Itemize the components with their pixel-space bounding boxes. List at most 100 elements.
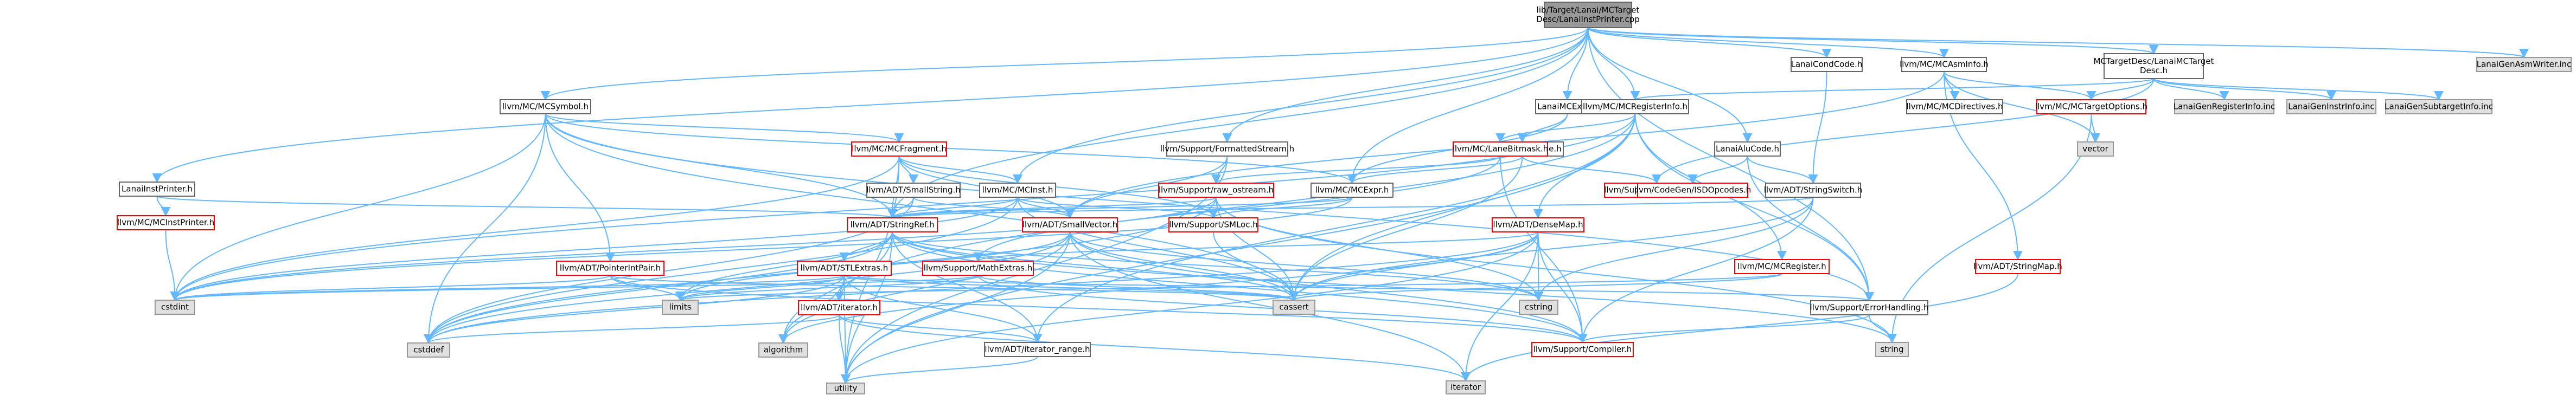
node-Compiler_h[interactable]: llvm/Support/Compiler.h (1531, 342, 1634, 357)
node-root[interactable]: lib/Target/Lanai/MCTargetDesc/LanaiInstP… (1536, 2, 1640, 28)
node-box (851, 141, 947, 157)
node-utility[interactable]: utility (826, 383, 865, 394)
node-MCTargetOptions_h[interactable]: llvm/MC/MCTargetOptions.h (2035, 99, 2147, 114)
node-SmallString_h[interactable]: llvm/ADT/SmallString.h (866, 183, 961, 198)
node-string[interactable]: string (1875, 342, 1909, 357)
node-ISDOpcodes_h[interactable]: llvm/CodeGen/ISDOpcodes.h (1634, 183, 1752, 198)
node-box (500, 99, 591, 114)
node-label: llvm/ADT/StringSwitch.h (1764, 185, 1863, 195)
node-LanaiGenAsmWriter_inc[interactable]: LanaiGenAsmWriter.inc (2476, 57, 2572, 72)
node-LaneBitmask_h[interactable]: llvm/MC/LaneBitmask.h (1453, 141, 1549, 157)
node-box (1166, 141, 1288, 157)
node-DenseMap_h[interactable]: llvm/ADT/DenseMap.h (1492, 217, 1584, 232)
edge-root-to-MCInst_h (1013, 27, 1589, 184)
node-LanaiGenInstrInfo_inc[interactable]: LanaiGenInstrInfo.inc (2286, 99, 2376, 114)
node-MCSymbol_h[interactable]: llvm/MC/MCSymbol.h (500, 99, 591, 114)
node-MCFragment_h[interactable]: llvm/MC/MCFragment.h (851, 141, 947, 157)
node-cstddef[interactable]: cstddef (407, 342, 450, 358)
edge-MCRegister_h-to-limits (676, 273, 1782, 301)
node-box (847, 217, 938, 232)
edge-LanaiMCTargetDesc_h-to-LanaiGenSubtargetInfo_inc (2153, 78, 2444, 101)
node-box (1906, 99, 2003, 114)
node-LanaiGenRegisterInfo_inc[interactable]: LanaiGenRegisterInfo.inc (2174, 99, 2275, 114)
node-MCAsmInfo_h[interactable]: llvm/MC/MCAsmInfo.h (1900, 57, 1989, 72)
node-box (2104, 53, 2204, 79)
node-label: llvm/MC/MCSymbol.h (502, 102, 589, 112)
node-MCInst_h[interactable]: llvm/MC/MCInst.h (979, 183, 1056, 198)
node-LanaiGenSubtargetInfo_inc[interactable]: LanaiGenSubtargetInfo.inc (2385, 99, 2493, 114)
node-StringMap_h[interactable]: llvm/ADT/StringMap.h (1973, 259, 2062, 274)
node-label: llvm/MC/MCDirectives.h (1906, 102, 2003, 112)
node-LanaiCondCode_h[interactable]: LanaiCondCode.h (1791, 57, 1863, 72)
node-box (1273, 300, 1315, 315)
edge-LanaiAluCode_h-to-StringSwitch_h (1747, 156, 1818, 184)
node-LanaiInstPrinter_h[interactable]: LanaiInstPrinter.h (119, 182, 195, 197)
node-Iterator_range_h[interactable]: llvm/ADT/iterator_range.h (984, 342, 1091, 357)
node-limits[interactable]: limits (662, 300, 699, 315)
node-cassert[interactable]: cassert (1273, 300, 1315, 315)
edge-SMLoc_h-to-cassert (1213, 231, 1299, 301)
node-MCRegisterInfo_h[interactable]: llvm/MC/MCRegisterInfo.h (1581, 99, 1689, 114)
node-label: algorithm (764, 345, 803, 355)
node-algorithm[interactable]: algorithm (758, 342, 808, 358)
node-label: cstdint (161, 302, 189, 312)
node-MCDirectives_h[interactable]: llvm/MC/MCDirectives.h (1906, 99, 2003, 114)
node-label: llvm/Support/SMLoc.h (1169, 220, 1257, 230)
node-box (1975, 259, 2061, 274)
node-label: LanaiGenSubtargetInfo.inc (2385, 102, 2493, 112)
node-box (1168, 217, 1258, 232)
edge-StringRef_h-to-Iterator_range_h (892, 231, 1043, 344)
node-Iterator_h[interactable]: llvm/ADT/iterator.h (798, 300, 880, 315)
node-label: LanaiGenRegisterInfo.inc (2174, 102, 2275, 112)
node-LanaiAluCode_h[interactable]: LanaiAluCode.h (1714, 141, 1781, 157)
node-box (1453, 141, 1548, 157)
edge-MCFragment_h-to-cstdint (170, 156, 900, 301)
node-StringRef_h[interactable]: llvm/ADT/StringRef.h (847, 217, 938, 232)
node-STLExtras_h[interactable]: llvm/ADT/STLExtras.h (797, 261, 892, 276)
edge-MCValue_h-to-cassert (1289, 156, 1523, 301)
node-SMLoc_h[interactable]: llvm/Support/SMLoc.h (1168, 217, 1258, 232)
edge-StringRef_h-to-cstring (892, 231, 1544, 301)
edge-Iterator_h-to-utility (839, 314, 851, 384)
node-cstdint[interactable]: cstdint (155, 300, 195, 315)
edge-MCInst_h-to-cstddef (424, 197, 1018, 344)
edge-MCRegisterInfo_h-to-ErrorHandling_h (1634, 113, 1874, 302)
node-SmallVector_h[interactable]: llvm/ADT/SmallVector.h (1022, 217, 1118, 232)
node-box (1531, 342, 1634, 357)
node-MCRegister_h[interactable]: llvm/MC/MCRegister.h (1734, 259, 1830, 274)
node-cstring[interactable]: cstring (1519, 300, 1558, 315)
edge-FormattedStream_h-to-utility (841, 156, 1228, 384)
node-MathExtras_h[interactable]: llvm/Support/MathExtras.h (922, 261, 1034, 276)
node-label: LanaiInstPrinter.h (122, 184, 193, 194)
node-FormattedStream_h[interactable]: llvm/Support/FormattedStream.h (1160, 141, 1294, 157)
edge-LanaiMCTargetDesc_h-to-DataTypes_h (1652, 78, 2155, 184)
node-PointerIntPair_h[interactable]: llvm/ADT/PointerIntPair.h (556, 261, 664, 276)
node-label: cstring (1525, 302, 1552, 312)
edge-MCExpr_h-to-SMLoc_h (1209, 197, 1353, 219)
node-MCInstPrinter_h[interactable]: llvm/MC/MCInstPrinter.h (117, 215, 215, 230)
node-box (1022, 217, 1118, 232)
node-box (1446, 380, 1486, 394)
edge-PointerIntPair_h-to-cassert (610, 275, 1299, 301)
node-vector[interactable]: vector (2077, 141, 2114, 157)
node-label: LanaiGenInstrInfo.inc (2288, 102, 2374, 112)
node-box (984, 342, 1091, 357)
node-box (117, 215, 215, 230)
node-ErrorHandling_h[interactable]: llvm/Support/ErrorHandling.h (1810, 300, 1929, 315)
node-box (1581, 99, 1689, 114)
node-iterator[interactable]: iterator (1446, 380, 1486, 394)
node-label: llvm/Support/FormattedStream.h (1160, 144, 1294, 154)
node-MCExpr_h[interactable]: llvm/MC/MCExpr.h (1311, 183, 1394, 198)
node-label: llvm/ADT/SmallVector.h (1022, 220, 1117, 230)
edge-root-to-StringRef_h (887, 27, 1589, 219)
edge-raw_ostream_h-to-cassert (1216, 197, 1299, 301)
edge-STLExtras_h-to-cassert (843, 275, 1299, 301)
node-StringSwitch_h[interactable]: llvm/ADT/StringSwitch.h (1764, 183, 1863, 198)
edge-root-to-ErrorHandling_h (1587, 27, 1874, 302)
node-label: limits (669, 302, 692, 312)
node-raw_ostream_h[interactable]: llvm/Support/raw_ostream.h (1158, 183, 1274, 198)
node-box (1544, 2, 1632, 28)
node-label: llvm/Support/raw_ostream.h (1159, 185, 1274, 196)
